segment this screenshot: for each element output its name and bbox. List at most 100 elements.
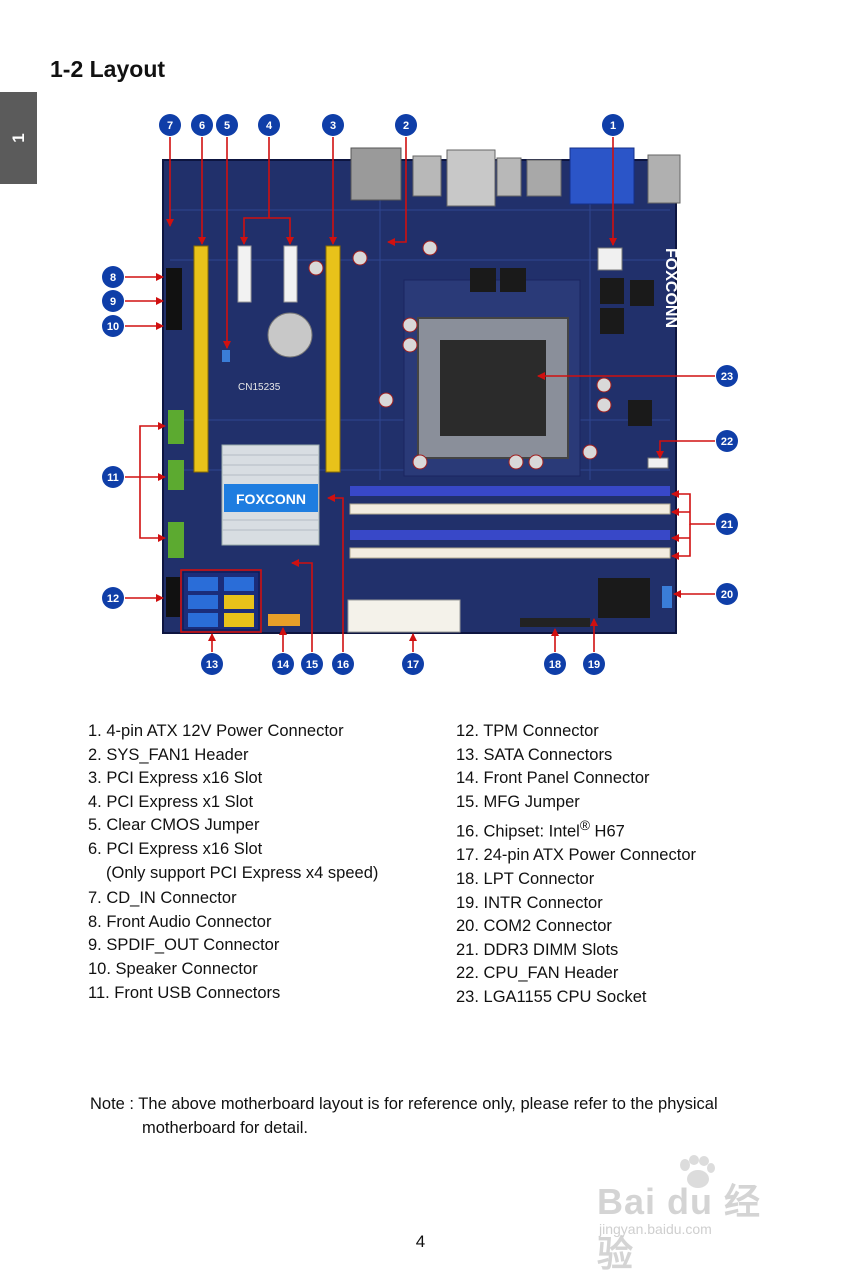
audio-headers: [166, 268, 182, 330]
callout-9: 9: [102, 290, 124, 312]
svg-text:1: 1: [610, 120, 616, 132]
atx-24pin-connector: [347, 599, 461, 633]
highlight-boxes: [180, 569, 262, 633]
legend-item-10: 10. Speaker Connector: [88, 959, 258, 978]
legend-item-21: 21. DDR3 DIMM Slots: [456, 940, 619, 959]
svg-text:7: 7: [167, 120, 173, 132]
callout-11: 11: [102, 466, 124, 488]
legend-item-22: 22. CPU_FAN Header: [456, 964, 619, 983]
pcie-x1-slot-1: [237, 245, 252, 303]
legend-item-6-note: (Only support PCI Express x4 speed): [106, 863, 379, 882]
heatsink-fins: [222, 454, 319, 531]
front-usb-header-1: [168, 410, 184, 444]
legend-item-16-suffix: H67: [589, 822, 625, 841]
chip-label: CN15235: [238, 382, 281, 393]
legend-right: 12. TPM Connector 13. SATA Connectors 14…: [456, 720, 696, 1010]
legend-item-14: 14. Front Panel Connector: [456, 769, 650, 788]
svg-text:16: 16: [337, 659, 349, 671]
registered-mark: ®: [579, 818, 590, 834]
note-line-2: motherboard for detail.: [142, 1118, 309, 1137]
svg-text:15: 15: [306, 659, 318, 671]
legend-item-7: 7. CD_IN Connector: [88, 889, 237, 908]
legend-item-12: 12. TPM Connector: [456, 722, 599, 740]
baidu-watermark: Bai du 经验 jingyan.baidu.com: [597, 1155, 797, 1274]
legend-item-15: 15. MFG Jumper: [456, 792, 580, 811]
callout-markers: 7 6 5 4 3 2 1 8 9 10 11 12 13 14 15 16 1…: [102, 114, 738, 675]
legend-item-11: 11. Front USB Connectors: [88, 983, 281, 1002]
legend-item-19: 19. INTR Connector: [456, 893, 603, 912]
vga-port: [569, 147, 635, 205]
front-panel-header: [268, 614, 300, 626]
reference-note: Note : The above motherboard layout is f…: [90, 1093, 718, 1140]
pcie-x1-slot-2: [283, 245, 298, 303]
legend-item-16: 16. Chipset: Intel® H67: [456, 814, 696, 844]
legend-item-8: 8. Front Audio Connector: [88, 912, 272, 931]
audio-jacks: [350, 147, 402, 201]
sata-ports: [188, 577, 254, 627]
legend-item-23: 23. LGA1155 CPU Socket: [456, 988, 647, 1007]
callout-19: 19: [583, 653, 605, 675]
legend-item-17: 17. 24-pin ATX Power Connector: [456, 846, 696, 865]
clear-cmos-jumper: [222, 350, 230, 362]
hdmi-port: [526, 159, 562, 197]
com2-header: [662, 586, 672, 608]
usb-ports: [412, 155, 442, 197]
cpu-socket-inner: [440, 340, 546, 436]
callout-4: 4: [258, 114, 280, 136]
legend-item-6: 6. PCI Express x16 Slot: [88, 839, 263, 858]
board-brand-text: FOXCONN: [662, 248, 679, 328]
callout-16: 16: [332, 653, 354, 675]
note-line-1: Note : The above motherboard layout is f…: [90, 1095, 718, 1113]
callout-15: 15: [301, 653, 323, 675]
legend-left: 1. 4-pin ATX 12V Power Connector 2. SYS_…: [88, 720, 378, 1005]
callout-17: 17: [402, 653, 424, 675]
callout-5: 5: [216, 114, 238, 136]
vrm-chokes: [470, 268, 654, 426]
callout-23: 23: [716, 365, 738, 387]
motherboard-layout-figure: FOXCONN CN15235 FOXCONN: [102, 114, 738, 675]
capacitors: [308, 240, 612, 470]
svg-text:13: 13: [206, 659, 218, 671]
dimm-slots: [349, 486, 671, 559]
callout-14: 14: [272, 653, 294, 675]
legend-item-13: 13. SATA Connectors: [456, 745, 613, 764]
svg-text:14: 14: [277, 659, 290, 671]
legend-item-3: 3. PCI Express x16 Slot: [88, 769, 263, 788]
svg-text:10: 10: [107, 321, 119, 333]
callout-22: 22: [716, 430, 738, 452]
callout-13: 13: [201, 653, 223, 675]
callout-18: 18: [544, 653, 566, 675]
callout-3: 3: [322, 114, 344, 136]
heatsink-badge: [224, 484, 318, 512]
svg-text:9: 9: [110, 296, 116, 308]
page-number: 4: [415, 1232, 426, 1251]
cpu-power-connector: [597, 247, 623, 271]
svg-text:21: 21: [721, 519, 733, 531]
legend-item-2: 2. SYS_FAN1 Header: [88, 745, 249, 764]
svg-text:11: 11: [107, 472, 119, 484]
callout-1: 1: [602, 114, 624, 136]
cmos-battery: [267, 312, 313, 358]
legend-item-9: 9. SPDIF_OUT Connector: [88, 936, 280, 955]
legend-item-4: 4. PCI Express x1 Slot: [88, 792, 254, 811]
usb-ports-2: [496, 157, 522, 197]
callout-10: 10: [102, 315, 124, 337]
svg-text:22: 22: [721, 436, 733, 448]
svg-text:2: 2: [403, 120, 409, 132]
lan-port: [446, 149, 496, 207]
page-title: 1-2 Layout: [50, 56, 166, 82]
callout-20: 20: [716, 583, 738, 605]
legend-item-20: 20. COM2 Connector: [456, 917, 612, 936]
chapter-tab: 1: [0, 92, 37, 184]
lpt-header: [520, 618, 590, 627]
cpu-fan-header: [647, 457, 669, 469]
tpm-header: [166, 577, 180, 617]
svg-text:20: 20: [721, 589, 733, 601]
callout-6: 6: [191, 114, 213, 136]
paw-icon: [680, 1155, 715, 1188]
svg-text:4: 4: [266, 120, 273, 132]
svg-text:17: 17: [407, 659, 419, 671]
callout-8: 8: [102, 266, 124, 288]
heatsink-brand-text: FOXCONN: [236, 491, 306, 507]
pcie-x16-slot-lower: [193, 245, 209, 473]
